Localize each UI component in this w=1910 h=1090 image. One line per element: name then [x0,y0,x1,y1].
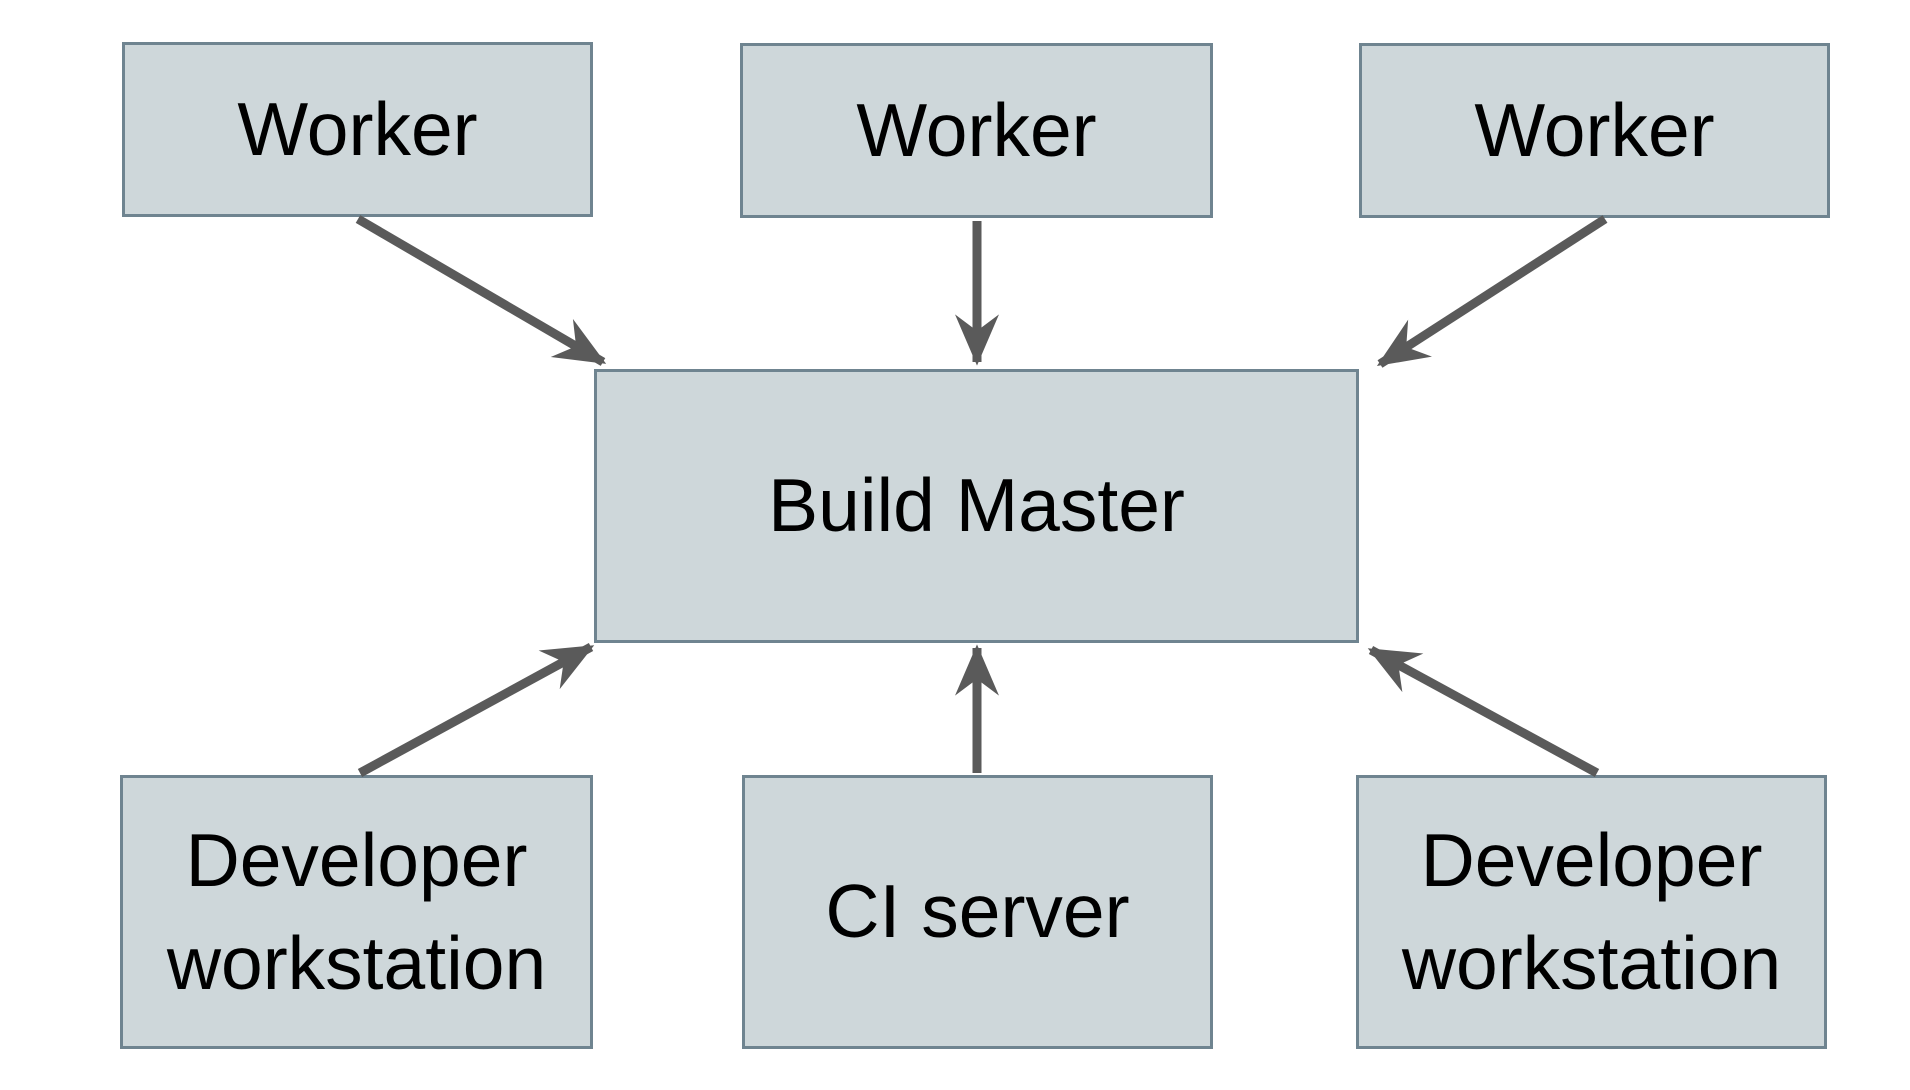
node-build-master: Build Master [594,369,1359,643]
edge-worker-3-to-build-master [1376,215,1608,368]
edge-worker-1-to-build-master [355,215,607,366]
node-developer-workstation-left: Developer workstation [120,775,593,1049]
node-developer-workstation-right-label: Developer workstation [1401,817,1782,1006]
node-worker-1-label: Worker [237,86,478,171]
node-worker-3-label: Worker [1474,87,1715,172]
edge-developer-workstation-left-to-build-master [357,643,595,777]
node-worker-3: Worker [1359,43,1830,218]
node-developer-workstation-left-label: Developer workstation [166,817,547,1006]
edge-developer-workstation-right-to-build-master [1367,646,1600,777]
node-worker-2: Worker [740,43,1213,218]
node-build-master-label: Build Master [768,463,1185,548]
node-ci-server-label: CI server [825,869,1130,954]
node-worker-1: Worker [122,42,593,217]
node-developer-workstation-right: Developer workstation [1356,775,1827,1049]
node-worker-2-label: Worker [856,87,1097,172]
node-ci-server: CI server [742,775,1213,1049]
